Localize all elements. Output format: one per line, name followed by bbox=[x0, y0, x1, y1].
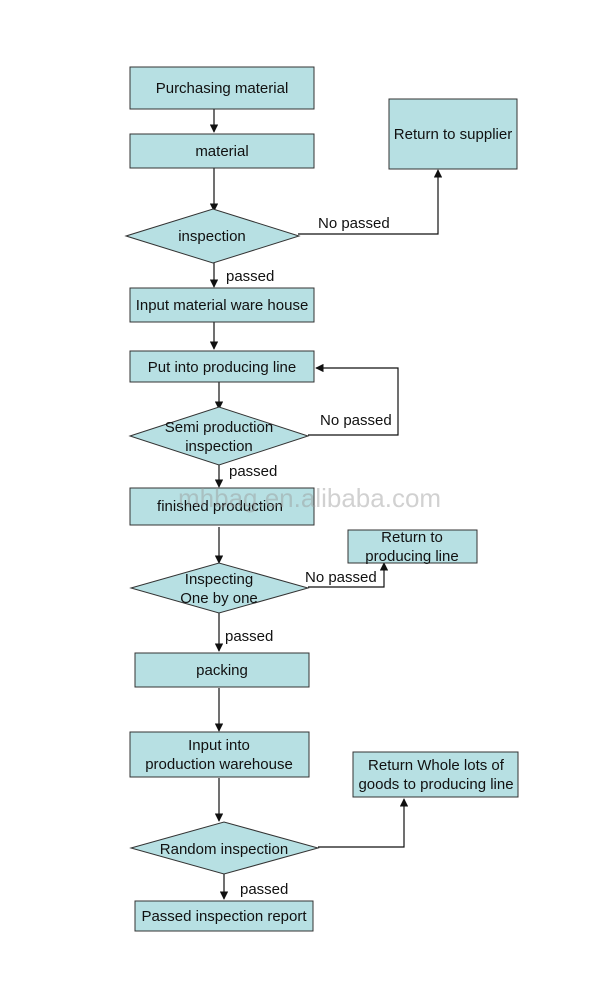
node-label-line-2: production warehouse bbox=[145, 756, 293, 773]
node-label-line-2: producing line bbox=[365, 548, 458, 565]
decision-semi-production-inspection: Semi production inspection bbox=[128, 406, 310, 466]
node-label: Random inspection bbox=[160, 841, 288, 858]
edge-inspection-to-return-supplier bbox=[298, 169, 443, 235]
node-label: packing bbox=[196, 662, 248, 679]
decision-inspecting-one-by-one: Inspecting One by one bbox=[129, 562, 310, 614]
node-label-line-1: Return Whole lots of bbox=[368, 757, 505, 774]
node-label-line-1: Semi production bbox=[165, 419, 273, 436]
node-purchasing-material: Purchasing material bbox=[129, 66, 315, 110]
node-label-line-2: One by one bbox=[180, 590, 258, 607]
node-label-line-2: inspection bbox=[185, 438, 253, 455]
label-no-passed-supplier: No passed bbox=[318, 215, 390, 232]
edge-inspecting-to-return-line bbox=[308, 562, 389, 588]
decision-inspection: inspection bbox=[124, 208, 301, 264]
node-put-into-producing-line: Put into producing line bbox=[129, 350, 315, 383]
node-label: finished production bbox=[157, 498, 283, 515]
node-input-into-production-warehouse: Input into production warehouse bbox=[129, 731, 310, 778]
node-finished-production: finished production bbox=[129, 487, 315, 526]
decision-random-inspection: Random inspection bbox=[129, 821, 320, 875]
node-label: Purchasing material bbox=[156, 80, 289, 97]
label-no-passed-one-by-one: No passed bbox=[305, 569, 377, 586]
label-passed-semi: passed bbox=[229, 463, 277, 480]
node-label-line-2: goods to producing line bbox=[358, 776, 513, 793]
edge-semi-inspection-loop-back bbox=[308, 363, 399, 436]
edges bbox=[209, 109, 443, 900]
node-label-line-1: Return to bbox=[381, 529, 443, 546]
label-passed-one-by-one: passed bbox=[225, 628, 273, 645]
label-no-passed-semi: No passed bbox=[320, 412, 392, 429]
node-label: material bbox=[195, 143, 248, 160]
node-return-to-supplier: Return to supplier bbox=[388, 98, 518, 170]
node-input-material-warehouse: Input material ware house bbox=[129, 287, 315, 323]
node-label: Input material ware house bbox=[136, 297, 309, 314]
node-label-line-1: Input into bbox=[188, 737, 250, 754]
node-passed-inspection-report: Passed inspection report bbox=[134, 900, 314, 932]
node-label: inspection bbox=[178, 228, 246, 245]
label-passed-inspection: passed bbox=[226, 268, 274, 285]
edge-random-inspection-to-return-lots bbox=[318, 798, 409, 848]
node-label-line-1: Inspecting bbox=[185, 571, 253, 588]
label-passed-random: passed bbox=[240, 881, 288, 898]
node-label: Put into producing line bbox=[148, 359, 296, 376]
watermark: mhbag.en.alibaba.com bbox=[178, 483, 441, 513]
node-label: Return to supplier bbox=[394, 126, 512, 143]
node-label: Passed inspection report bbox=[141, 908, 307, 925]
node-return-to-producing-line: Return to producing line bbox=[347, 529, 478, 565]
edge-labels: No passed passed No passed passed No pas… bbox=[225, 215, 392, 898]
node-material: material bbox=[129, 133, 315, 169]
node-return-whole-lots: Return Whole lots of goods to producing … bbox=[352, 751, 519, 798]
node-packing: packing bbox=[134, 652, 310, 688]
